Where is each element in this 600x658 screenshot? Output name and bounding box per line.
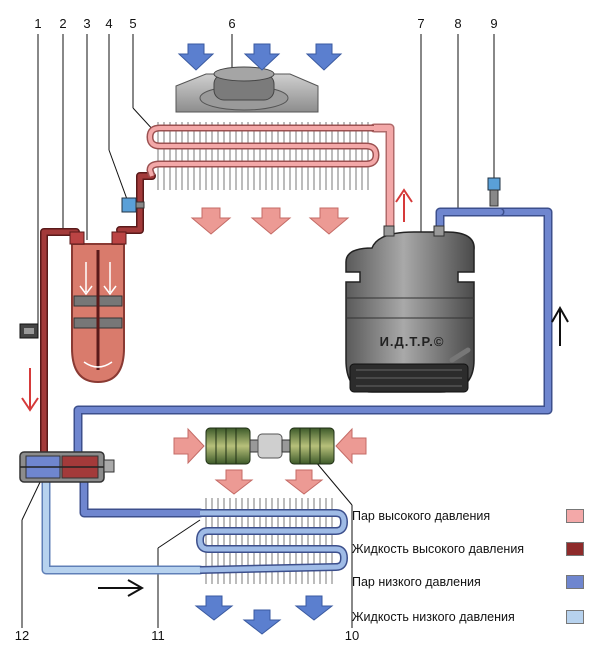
arrow-down-red xyxy=(21,368,39,412)
fan-icon xyxy=(175,66,319,113)
evap-outlet xyxy=(81,467,203,516)
legend-swatch xyxy=(566,575,584,589)
leader-4b xyxy=(108,149,129,203)
compressor-brand-text: И.Д.Т.Р.© xyxy=(380,334,445,349)
suction-line-outline xyxy=(73,207,553,460)
blower-motor-icon xyxy=(205,427,335,465)
evaporator-coil xyxy=(197,510,347,573)
leader-12b xyxy=(21,477,43,521)
legend-label: Жидкость высокого давления xyxy=(352,542,525,556)
callout-5: 5 xyxy=(129,16,136,31)
callout-10: 10 xyxy=(345,628,359,643)
air-out-arrow-2 xyxy=(250,207,292,235)
callout-8: 8 xyxy=(454,16,461,31)
legend-label: Жидкость низкого давления xyxy=(352,610,515,624)
liquid-line xyxy=(41,229,79,459)
callout-2: 2 xyxy=(59,16,66,31)
condenser xyxy=(146,122,380,190)
legend-label: Пар низкого давления xyxy=(352,575,481,589)
legend-swatch xyxy=(566,542,584,556)
legend-swatch xyxy=(566,509,584,523)
leader-11b xyxy=(157,519,201,549)
low-side-service-valve-icon xyxy=(487,177,501,207)
air-in-right xyxy=(335,427,367,465)
air-out-down-1 xyxy=(194,595,234,621)
arrow-right-black xyxy=(98,579,145,597)
air-out-down-3 xyxy=(294,595,334,621)
callout-numbers: 1 2 3 4 5 6 7 8 9 10 11 12 xyxy=(15,16,498,643)
discharge-line xyxy=(371,125,393,235)
callout-1: 1 xyxy=(34,16,41,31)
condenser-fins xyxy=(157,122,369,190)
callout-12: 12 xyxy=(15,628,29,643)
legend-item-low-pressure-vapor: Пар низкого давления xyxy=(352,570,584,594)
legend-item-high-pressure-vapor: Пар высокого давления xyxy=(352,504,584,528)
legend-item-low-pressure-liquid: Жидкость низкого давления xyxy=(352,605,584,629)
leader-lines xyxy=(21,34,495,628)
evap-inlet xyxy=(43,479,203,573)
compressor-icon: И.Д.Т.Р.© xyxy=(345,225,475,393)
air-in-down-2 xyxy=(284,469,324,495)
air-out-arrow-3 xyxy=(308,207,350,235)
suction-inlet xyxy=(437,209,503,235)
pressure-switch-icon xyxy=(19,323,39,339)
callout-11: 11 xyxy=(151,628,165,643)
legend-item-high-pressure-liquid: Жидкость высокого давления xyxy=(352,537,584,561)
air-in-arrow-3 xyxy=(305,43,343,71)
evaporator-airflow-out xyxy=(194,595,334,635)
condenser-airflow-in xyxy=(177,43,343,71)
air-in-arrow-1 xyxy=(177,43,215,71)
evaporator-airflow-in xyxy=(173,427,367,495)
arrow-up-red xyxy=(395,188,413,222)
callout-4: 4 xyxy=(105,16,112,31)
legend-swatch xyxy=(566,610,584,624)
legend-label: Пар высокого давления xyxy=(352,509,491,523)
callout-6: 6 xyxy=(228,16,235,31)
air-in-arrow-2 xyxy=(243,43,281,71)
expansion-valve-icon xyxy=(19,451,115,483)
air-in-left xyxy=(173,427,205,465)
air-out-down-2 xyxy=(242,609,282,635)
receiver-dryer-icon xyxy=(69,231,127,384)
evaporator xyxy=(195,498,349,584)
condenser-coil xyxy=(147,126,379,177)
callout-7: 7 xyxy=(417,16,424,31)
callout-3: 3 xyxy=(83,16,90,31)
high-pressure-flow-arrow xyxy=(21,188,413,412)
air-in-down-1 xyxy=(214,469,254,495)
air-out-arrow-1 xyxy=(190,207,232,235)
callout-9: 9 xyxy=(490,16,497,31)
evap-inlet-outline xyxy=(41,477,205,575)
arrow-up-black xyxy=(551,305,569,346)
suction-line xyxy=(75,209,551,458)
condenser-coil-outline xyxy=(146,124,380,178)
low-pressure-flow-arrow xyxy=(98,305,569,597)
condenser-airflow-out xyxy=(190,207,350,235)
refrigerant-pipes xyxy=(40,123,553,575)
service-valve-icon xyxy=(121,197,145,213)
